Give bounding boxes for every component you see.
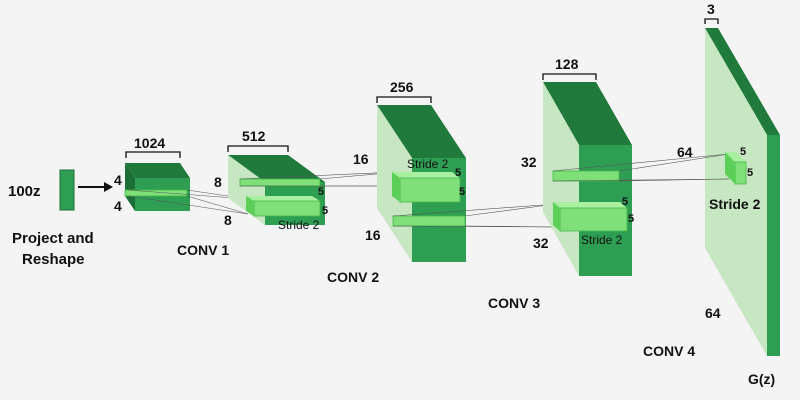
input-label: 100z	[8, 183, 41, 200]
layer3-kernel-dim-b: 5	[459, 186, 465, 198]
layer2-width-bracket	[227, 145, 289, 152]
output-dim-bottom: 64	[705, 305, 721, 321]
input-caption-line1: Project and	[12, 230, 94, 247]
layer3-dim-bottom: 16	[365, 227, 381, 243]
output-caption: G(z)	[748, 371, 775, 387]
layer4-stride-label: Stride 2	[581, 233, 623, 247]
layer4-kernel-dim-b: 5	[628, 213, 634, 225]
layer4-width-bracket	[542, 73, 597, 80]
layer3-stride-label: Stride 2	[407, 157, 449, 171]
layer3-kernel-small	[392, 215, 466, 227]
layer2-kernel-large	[246, 196, 321, 217]
layer2-kernel-dim-b: 5	[322, 205, 328, 217]
layer2-caption: CONV 2	[327, 269, 379, 285]
layer3-caption: CONV 3	[488, 295, 540, 311]
layer2-stride-label: Stride 2	[278, 218, 320, 232]
layer1-dim-bottom: 4	[114, 198, 122, 214]
layer4-kernel-small	[552, 170, 620, 182]
layer4-caption: CONV 4	[643, 343, 695, 359]
input-block	[59, 169, 75, 211]
layer1-caption: CONV 1	[177, 242, 229, 258]
output-kernel-dim-b: 5	[747, 167, 753, 179]
layer2-kernel-dim-a: 5	[318, 186, 324, 198]
layer3-kernel-dim-a: 5	[455, 167, 461, 179]
layer3-kernel-large	[392, 172, 461, 203]
connector-lines-3-4	[392, 203, 557, 228]
input-arrow	[78, 182, 113, 192]
output-kernel-dim-a: 5	[740, 146, 746, 158]
layer1-block	[125, 163, 190, 211]
layer2-dim-top: 8	[214, 174, 222, 190]
output-block	[705, 28, 780, 356]
layer1-width-bracket	[125, 151, 181, 158]
output-stride-label: Stride 2	[709, 196, 761, 212]
layer4-dim-bottom: 32	[533, 235, 549, 251]
layer4-kernel-dim-a: 5	[622, 196, 628, 208]
layer1-kernel	[124, 189, 188, 197]
layer4-dim-top: 32	[521, 154, 537, 170]
output-width-bracket	[704, 18, 719, 24]
layer3-width-bracket	[376, 96, 432, 103]
output-dim-top: 64	[677, 144, 693, 160]
input-caption-line2: Reshape	[22, 251, 85, 268]
output-width-label: 3	[707, 1, 715, 17]
layer1-width-label: 1024	[134, 135, 165, 151]
layer4-width-label: 128	[555, 56, 579, 72]
output-kernel	[725, 152, 747, 185]
layer3-width-label: 256	[390, 79, 414, 95]
layer2-width-label: 512	[242, 128, 266, 144]
layer1-dim-top: 4	[114, 172, 122, 188]
layer2-kernel-small	[239, 178, 321, 187]
layer3-dim-top: 16	[353, 151, 369, 167]
layer2-dim-bottom: 8	[224, 212, 232, 228]
connector-lines-4-output	[552, 153, 730, 182]
layer4-kernel-large	[553, 202, 628, 232]
